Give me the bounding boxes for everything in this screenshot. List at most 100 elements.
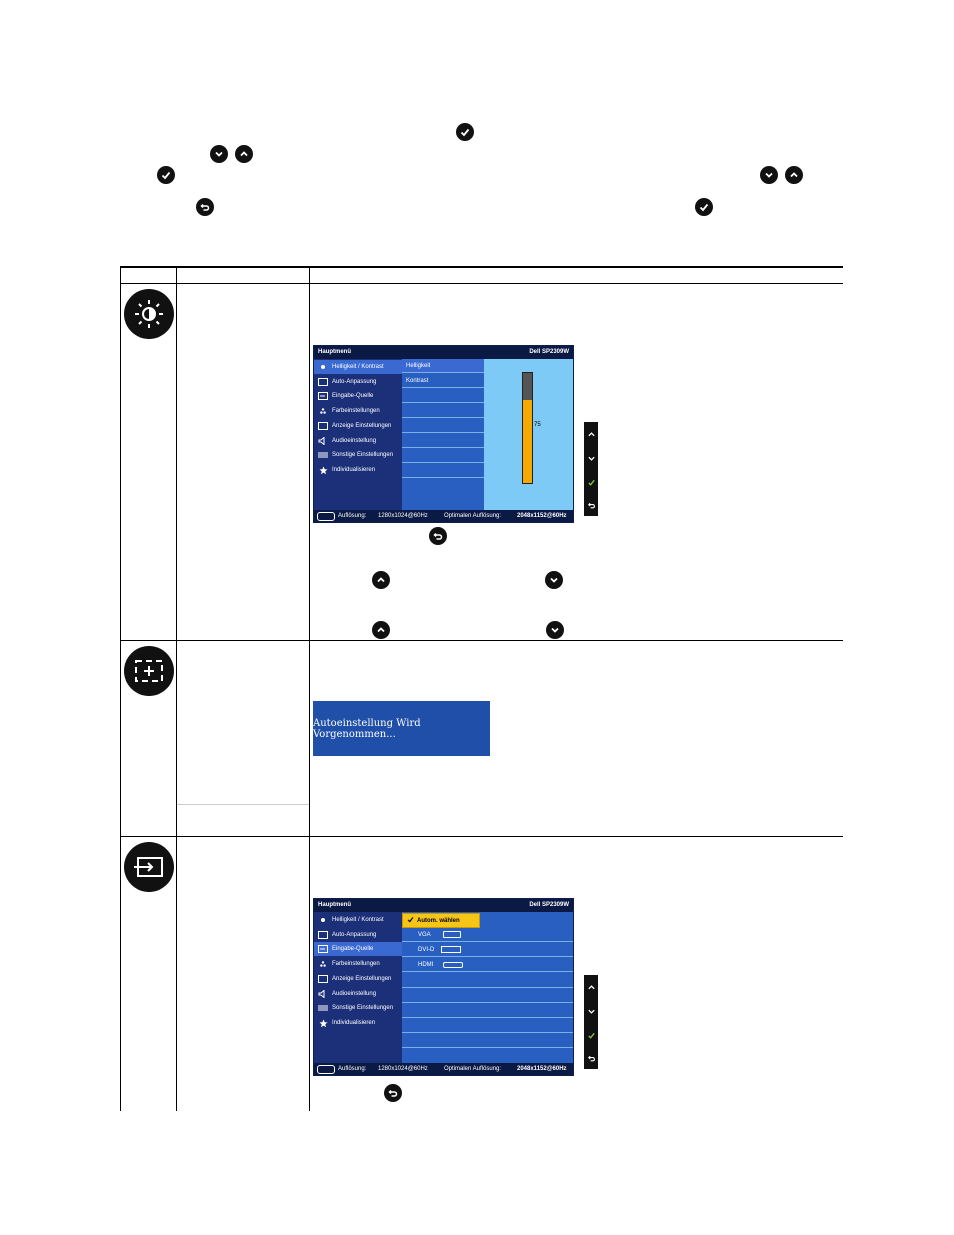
chevron-up-icon [785, 166, 803, 184]
hdmi-icon [317, 512, 335, 521]
osd-submenu-label: DVI-D [418, 946, 435, 953]
osd-menu-item[interactable]: Audioeinstellung [314, 987, 402, 1001]
osd-submenu-item [402, 434, 484, 448]
display-icon [318, 422, 328, 430]
back-arrow-icon[interactable] [584, 496, 598, 514]
osd-menu-item[interactable]: Anzeige Einstellungen [314, 972, 402, 986]
osd-submenu-item [402, 988, 573, 1003]
check-icon [695, 198, 713, 216]
osd-menu-item[interactable]: Individualisieren [314, 463, 402, 477]
input-source-icon [318, 945, 328, 953]
speaker-icon [318, 990, 328, 998]
osd-submenu-item[interactable]: Helligkeit [402, 359, 484, 373]
osd-submenu-item [402, 1018, 573, 1033]
osd-menu-label: Eingabe-Quelle [332, 946, 374, 952]
chevron-down-icon [546, 621, 564, 639]
osd-submenu-item-selected[interactable]: Autom. wählen [402, 913, 480, 928]
brightness-slider-fill [523, 400, 532, 483]
chevron-up-icon[interactable] [584, 978, 598, 996]
osd-header: Hauptmenü Dell SP2309W [314, 899, 573, 912]
check-icon [157, 166, 175, 184]
osd-submenu-label: HDMI [418, 961, 434, 968]
osd-submenu-item[interactable]: VGA [402, 928, 573, 942]
chevron-down-icon [545, 571, 563, 589]
osd-menu-item[interactable]: Eingabe-Quelle [314, 389, 402, 403]
settings-icon [318, 451, 328, 459]
osd-button-bar [584, 975, 598, 1069]
chevron-up-icon [372, 571, 390, 589]
osd-submenu-label: Autom. wählen [417, 917, 460, 924]
input-source-icon [124, 842, 174, 892]
brightness-icon [318, 916, 328, 924]
col-divider [309, 266, 310, 1111]
brightness-value: 75 [534, 422, 541, 428]
osd-menu [314, 912, 402, 1063]
check-icon[interactable] [584, 1026, 598, 1044]
osd-footer-opt: 2048x1152@60Hz [517, 513, 567, 519]
osd-menu-item[interactable]: Auto-Anpassung [314, 375, 402, 389]
osd-menu-item[interactable]: Farbeinstellungen [314, 404, 402, 418]
osd-submenu-item [402, 449, 484, 463]
osd-menu-label: Farbeinstellungen [332, 408, 380, 414]
auto-adjust-icon [318, 931, 328, 939]
osd-submenu-label: Helligkeit [406, 362, 431, 369]
color-icon [318, 960, 328, 968]
star-icon [318, 1018, 328, 1027]
osd-footer: Auflösung: 1280x1024@60Hz Optimalen Aufl… [314, 510, 573, 522]
dvi-connector-icon [441, 946, 462, 953]
osd-menu-item[interactable]: Farbeinstellungen [314, 957, 402, 971]
chevron-down-icon [760, 166, 778, 184]
osd-menu-label: Individualisieren [332, 467, 376, 473]
osd-menu-item[interactable]: Sonstige Einstellungen [314, 448, 402, 462]
osd-menu-label: Sonstige Einstellungen [332, 1005, 394, 1011]
osd-menu-label: Audioeinstellung [332, 438, 377, 444]
osd-menu-item[interactable]: Sonstige Einstellungen [314, 1001, 402, 1015]
check-icon[interactable] [584, 473, 598, 491]
osd-menu-item[interactable]: Helligkeit / Kontrast [314, 360, 402, 374]
osd-menu-item[interactable]: Individualisieren [314, 1016, 402, 1030]
osd-menu-label: Auto-Anpassung [332, 379, 377, 385]
osd-header-model: Dell SP2309W [529, 349, 569, 355]
input-source-icon [318, 392, 328, 400]
osd-menu-item[interactable]: Audioeinstellung [314, 434, 402, 448]
brightness-slider[interactable] [522, 372, 533, 484]
osd-submenu-item[interactable]: DVI-D [402, 943, 573, 957]
osd-button-bar [584, 422, 598, 516]
chevron-down-icon[interactable] [584, 1002, 598, 1020]
osd-menu-label: Anzeige Einstellungen [332, 423, 392, 429]
hdmi-connector-icon [443, 961, 464, 968]
table-header-border [120, 283, 843, 284]
osd-menu-label: Helligkeit / Kontrast [332, 917, 384, 923]
osd-menu-item[interactable]: Anzeige Einstellungen [314, 419, 402, 433]
display-icon [318, 975, 328, 983]
osd-menu-item[interactable]: Helligkeit / Kontrast [314, 913, 402, 927]
osd-submenu-label: VGA [418, 931, 431, 938]
check-icon [407, 916, 414, 925]
osd-menu [314, 359, 402, 510]
back-arrow-icon[interactable] [584, 1049, 598, 1067]
osd-submenu-item[interactable]: HDMI [402, 958, 573, 972]
settings-icon [318, 1004, 328, 1012]
chevron-up-icon[interactable] [584, 425, 598, 443]
osd-menu-label: Audioeinstellung [332, 991, 377, 997]
row-subdivider [176, 804, 310, 805]
osd-menu-item[interactable]: Auto-Anpassung [314, 928, 402, 942]
osd-submenu-item [402, 419, 484, 433]
osd-submenu-item [402, 1033, 573, 1048]
auto-setup-message: Autoeinstellung Wird Vorgenommen... [313, 701, 490, 756]
back-arrow-icon [196, 198, 214, 216]
osd-menu-label: Anzeige Einstellungen [332, 976, 392, 982]
brightness-contrast-icon [124, 289, 174, 339]
chevron-down-icon [210, 145, 228, 163]
osd-menu-label: Farbeinstellungen [332, 961, 380, 967]
row-divider [120, 640, 843, 641]
osd-header-title: Hauptmenü [318, 902, 351, 908]
osd-header-model: Dell SP2309W [529, 902, 569, 908]
osd-submenu-item[interactable]: Kontrast [402, 374, 484, 388]
osd-footer: Auflösung: 1280x1024@60Hz Optimalen Aufl… [314, 1063, 573, 1075]
chevron-down-icon[interactable] [584, 449, 598, 467]
osd-menu-item[interactable]: Eingabe-Quelle [314, 942, 402, 956]
table-top-border [120, 266, 843, 268]
auto-adjust-icon [124, 646, 174, 696]
back-arrow-icon [429, 527, 447, 545]
